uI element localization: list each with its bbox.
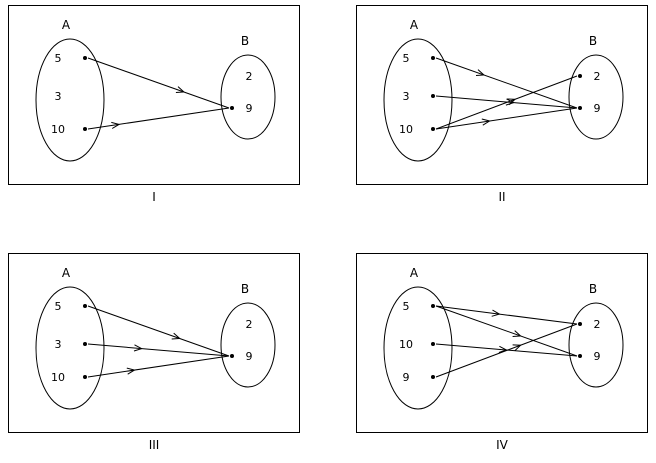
arrow-line [87,355,230,378]
arrow-line [435,305,578,325]
arrowhead [512,330,522,337]
set-b-element: 2 [246,70,253,83]
set-a-element: 5 [55,300,62,313]
panel-iv: A B 5 10 9 2 9 IV [356,253,648,452]
arrow-line [87,107,230,130]
mapping-diagram-ii: A B 5 3 10 2 9 [356,5,648,185]
set-a-element: 5 [403,52,410,65]
set-a-element: 3 [55,90,62,103]
element-dot [83,375,87,379]
set-a-label: A [62,266,71,280]
arrowhead [475,69,486,76]
arrow-line [435,107,578,130]
set-a-label: A [410,18,419,32]
panel-border [8,5,300,185]
set-b-ellipse [568,302,624,388]
set-a-element: 9 [403,371,410,384]
element-dot [578,322,582,326]
element-dot [230,106,234,110]
set-a-ellipse [383,286,453,410]
panel-border [356,253,648,433]
set-b-element: 9 [594,350,601,363]
panel-border [8,253,300,433]
element-dot [578,106,582,110]
panel-ii: A B 5 3 10 2 9 II [356,5,648,204]
element-dot [431,342,435,346]
set-a-ellipse [35,286,105,410]
element-dot [431,127,435,131]
arrow-line [435,75,578,130]
element-dot [83,127,87,131]
panel-iii: A B 5 3 10 2 9 III [8,253,300,452]
set-a-element: 3 [403,90,410,103]
arrowhead [175,86,186,93]
set-b-label: B [589,34,597,48]
set-b-label: B [241,34,249,48]
set-a-element: 10 [51,371,65,384]
panel-i-label: I [152,190,156,204]
set-a-ellipse [383,38,453,162]
arrowhead [506,98,517,106]
mapping-diagram-iii: A B 5 3 10 2 9 [8,253,300,433]
set-b-ellipse [568,54,624,140]
element-dot [431,56,435,60]
panel-ii-label: II [498,190,506,204]
panel-i: A B 5 3 10 2 9 I [8,5,300,204]
element-dot [83,304,87,308]
mapping-diagram-i: A B 5 3 10 2 9 [8,5,300,185]
set-b-element: 9 [594,102,601,115]
arrowhead [111,121,121,129]
element-dot [230,354,234,358]
set-b-element: 2 [594,318,601,331]
arrow-line [87,57,230,109]
set-a-element: 10 [399,123,413,136]
arrowhead [505,98,515,106]
element-dot [83,342,87,346]
arrowhead [133,344,143,352]
element-dot [431,94,435,98]
set-b-element: 9 [246,102,253,115]
set-b-ellipse [220,54,276,140]
set-a-element: 5 [403,300,410,313]
set-b-label: B [589,282,597,296]
arrowhead [126,367,136,375]
element-dot [83,56,87,60]
set-a-element: 3 [55,338,62,351]
set-a-element: 10 [399,338,413,351]
set-b-element: 2 [246,318,253,331]
arrowhead [171,332,181,340]
panel-iv-label: IV [496,438,508,452]
set-b-element: 2 [594,70,601,83]
arrow-line [87,305,230,357]
arrow-line [435,305,578,357]
panel-border [356,5,648,185]
set-b-label: B [241,282,249,296]
set-b-element: 9 [246,350,253,363]
arrow-line [435,323,578,378]
arrowhead [491,309,501,317]
element-dot [431,375,435,379]
set-a-label: A [62,18,71,32]
set-a-element: 5 [55,52,62,65]
set-a-label: A [410,266,419,280]
set-a-ellipse [35,38,105,162]
element-dot [578,74,582,78]
arrow-line [435,57,578,109]
arrowhead [512,344,522,352]
arrowhead [481,118,491,126]
set-b-ellipse [220,302,276,388]
mapping-diagram-iv: A B 5 10 9 2 9 [356,253,648,433]
arrow-line [87,343,230,357]
panel-iii-label: III [148,438,160,452]
set-a-element: 10 [51,123,65,136]
element-dot [578,354,582,358]
element-dot [431,304,435,308]
